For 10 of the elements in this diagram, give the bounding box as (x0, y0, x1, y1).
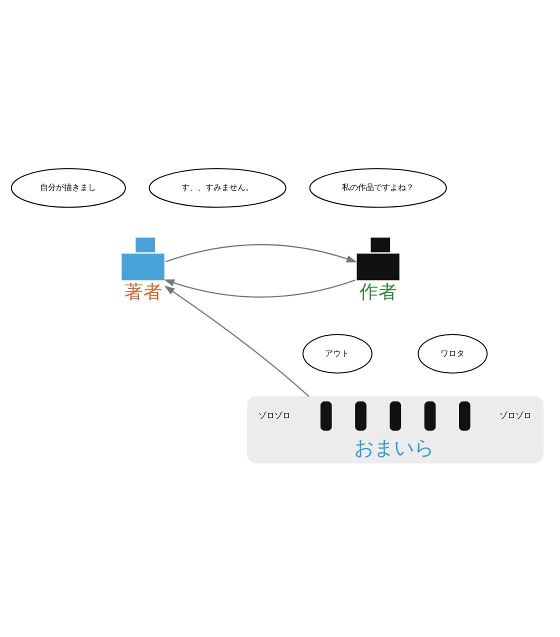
arrow (166, 244, 357, 262)
arrow (164, 286, 310, 397)
arrow (164, 279, 356, 298)
node-person (320, 401, 332, 431)
node-person (390, 401, 402, 431)
node-label: 著者 (124, 282, 162, 303)
node-person (459, 401, 470, 431)
node-label: 作者 (359, 282, 398, 303)
node-person (424, 401, 436, 431)
node-person (355, 401, 366, 431)
